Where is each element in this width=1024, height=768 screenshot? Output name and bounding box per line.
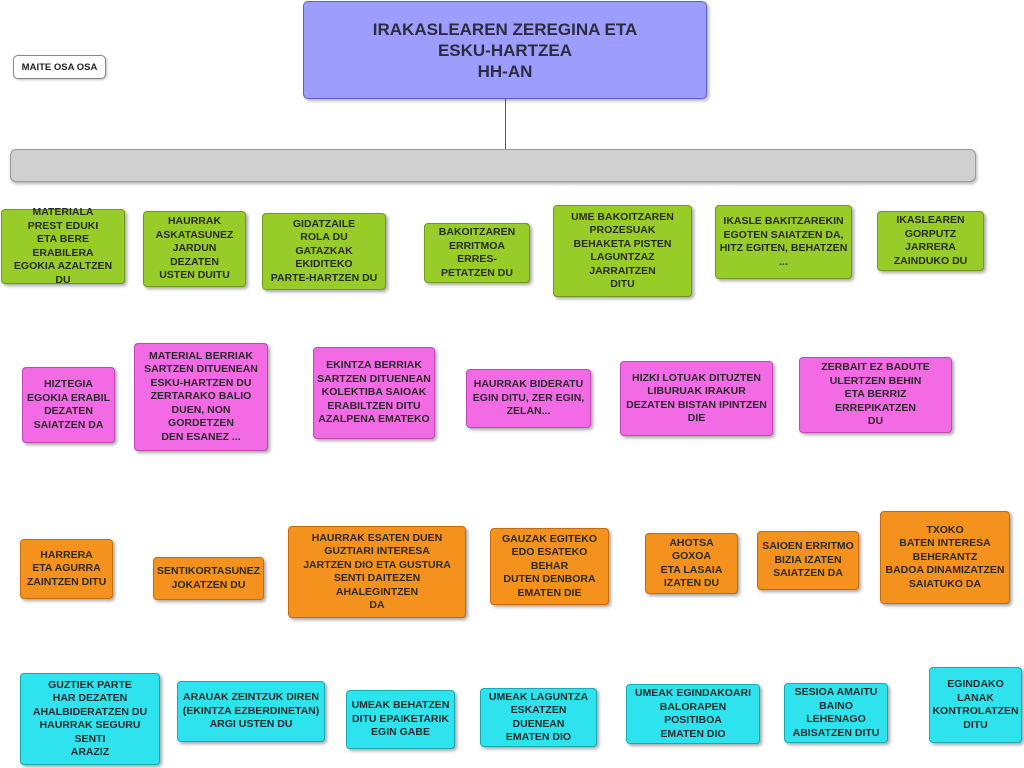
cyan-box-2: ARAUAK ZEINTZUK DIREN (EKINTZA EZBERDINE… bbox=[177, 681, 325, 742]
author-label: MAITE OSA OSA bbox=[13, 55, 106, 79]
orange-box-4: GAUZAK EGITEKO EDO ESATEKO BEHAR DUTEN D… bbox=[490, 528, 609, 605]
orange-box-7: TXOKO BATEN INTERESA BEHERANTZ BADOA DIN… bbox=[880, 511, 1010, 604]
connector-line bbox=[505, 99, 506, 149]
cyan-box-3: UMEAK BEHATZEN DITU EPAIKETARIK EGIN GAB… bbox=[346, 690, 455, 749]
pink-box-3: EKINTZA BERRIAK SARTZEN DITUENEAN KOLEKT… bbox=[313, 347, 435, 439]
green-box-5: UME BAKOITZAREN PROZESUAK BEHAKETA PISTE… bbox=[553, 205, 692, 297]
green-box-6: IKASLE BAKITZAREKIN EGOTEN SAIATZEN DA, … bbox=[715, 205, 852, 279]
pink-box-4: HAURRAK BIDERATU EGIN DITU, ZER EGIN, ZE… bbox=[466, 369, 591, 428]
orange-box-6: SAIOEN ERRITMO BIZIA IZATEN SAIATZEN DA bbox=[757, 531, 859, 590]
green-box-1: MATERIALA PREST EDUKI ETA BERE ERABILERA… bbox=[1, 206, 125, 286]
cyan-box-7: EGINDAKO LANAK KONTROLATZEN DITU bbox=[929, 667, 1022, 743]
green-box-7: IKASLEAREN GORPUTZ JARRERA ZAINDUKO DU bbox=[877, 211, 984, 271]
orange-box-2: SENTIKORTASUNEZ JOKATZEN DU bbox=[153, 557, 264, 600]
pink-box-2: MATERIAL BERRIAK SARTZEN DITUENEAN ESKU-… bbox=[134, 343, 268, 451]
pink-box-6: ZERBAIT EZ BADUTE ULERTZEN BEHIN ETA BER… bbox=[799, 357, 952, 433]
pink-box-1: HIZTEGIA EGOKIA ERABIL DEZATEN SAIATZEN … bbox=[22, 367, 115, 443]
orange-box-1: HARRERA ETA AGURRA ZAINTZEN DITU bbox=[20, 539, 113, 599]
cyan-box-5: UMEAK EGINDAKOARI BALORAPEN POSITIBOA EM… bbox=[626, 684, 760, 744]
chart-title-box: IRAKASLEAREN ZEREGINA ETA ESKU-HARTZEA H… bbox=[303, 1, 707, 99]
green-box-4: BAKOITZAREN ERRITMOA ERRES- PETATZEN DU bbox=[424, 223, 530, 283]
green-box-2: HAURRAK ASKATASUNEZ JARDUN DEZATEN USTEN… bbox=[143, 211, 246, 287]
cyan-box-4: UMEAK LAGUNTZA ESKATZEN DUENEAN EMATEN D… bbox=[480, 688, 597, 747]
pink-box-5: HIZKI LOTUAK DITUZTEN LIBURUAK IRAKUR DE… bbox=[620, 361, 773, 436]
orange-box-5: AHOTSA GOXOA ETA LASAIA IZATEN DU bbox=[645, 533, 738, 594]
level-bar bbox=[10, 149, 976, 182]
cyan-box-6: SESIOA AMAITU BAINO LEHENAGO ABISATZEN D… bbox=[784, 683, 888, 743]
green-box-3: GIDATZAILE ROLA DU GATAZKAK EKIDITEKO PA… bbox=[262, 213, 386, 290]
cyan-box-1: GUZTIEK PARTE HAR DEZATEN AHALBIDERATZEN… bbox=[20, 673, 160, 765]
orange-box-3: HAURRAK ESATEN DUEN GUZTIARI INTERESA JA… bbox=[288, 526, 466, 618]
